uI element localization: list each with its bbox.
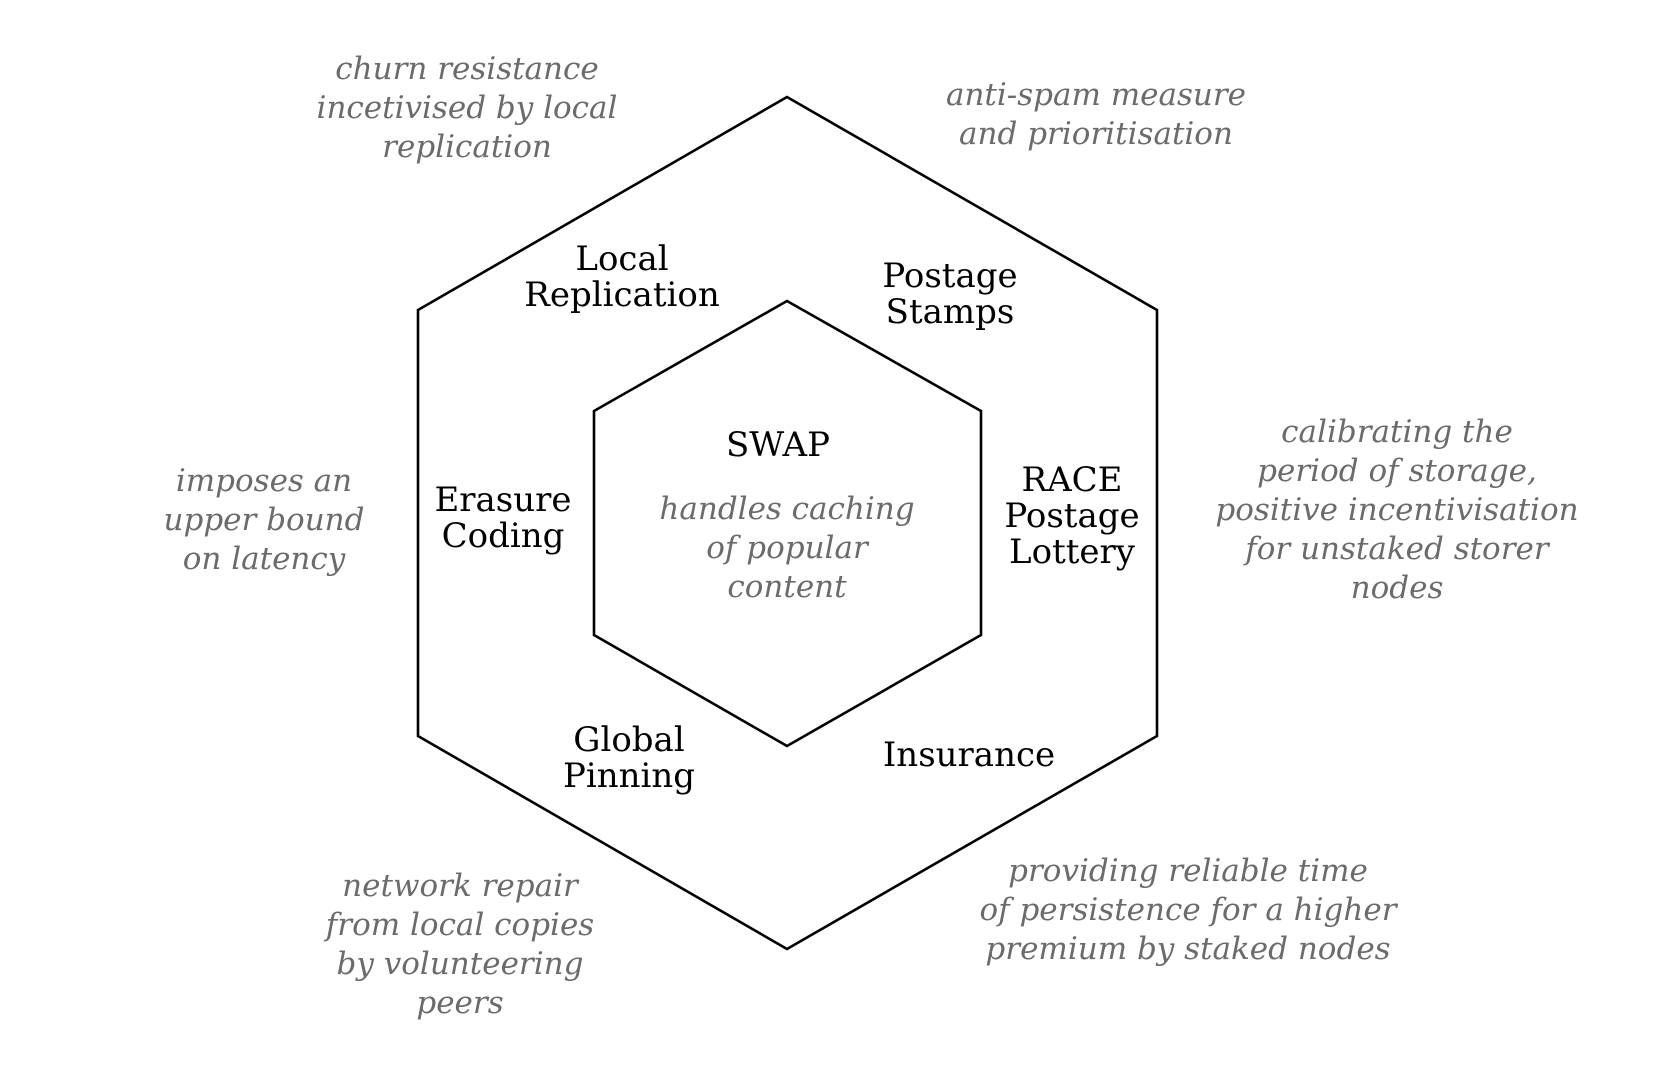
label-race-line-2: Postage	[1004, 496, 1140, 536]
label-postage-stamps: Postage Stamps	[882, 258, 1017, 330]
note-local-replication-line-2: incetivised by local	[316, 90, 618, 126]
center-line-1: handles caching	[659, 491, 915, 527]
label-erasure-coding-line-2: Coding	[441, 516, 565, 556]
note-race-line-5: nodes	[1350, 570, 1444, 606]
note-race-line-3: positive incentivisation	[1215, 492, 1579, 528]
note-insurance-line-3: premium by staked nodes	[985, 931, 1391, 967]
note-global-pinning: network repair from local copies by volu…	[326, 867, 594, 1023]
label-erasure-coding-line-1: Erasure	[434, 480, 572, 520]
note-local-replication-line-1: churn resistance	[335, 51, 599, 87]
inner-hexagon	[592, 299, 983, 748]
note-erasure-coding-line-3: on latency	[182, 541, 346, 577]
label-global-pinning-line-2: Pinning	[562, 756, 696, 796]
note-postage-stamps: anti-spam measure and prioritisation	[946, 76, 1246, 154]
label-insurance: Insurance	[883, 737, 1055, 773]
note-global-pinning-line-1: network repair	[342, 868, 578, 904]
note-global-pinning-line-2: from local copies	[325, 907, 595, 943]
note-erasure-coding-line-2: upper bound	[163, 502, 365, 538]
note-race-postage-lottery: calibrating the period of storage, posit…	[1215, 413, 1578, 608]
label-erasure-coding: Erasure Coding	[434, 482, 571, 554]
label-local-replication: Local Replication	[524, 241, 719, 313]
label-global-pinning: Global Pinning	[563, 722, 695, 794]
label-race-postage-lottery: RACE Postage Lottery	[1004, 462, 1139, 570]
note-erasure-coding: imposes an upper bound on latency	[164, 462, 365, 579]
label-insurance-line-1: Insurance	[882, 735, 1056, 775]
note-global-pinning-line-4: peers	[416, 985, 504, 1021]
note-race-line-1: calibrating the	[1281, 414, 1513, 450]
center-line-2: of popular	[706, 530, 868, 566]
center-line-3: content	[727, 569, 847, 605]
note-insurance: providing reliable time of persistence f…	[979, 852, 1396, 969]
label-postage-stamps-line-2: Stamps	[885, 292, 1015, 332]
note-insurance-line-2: of persistence for a higher	[979, 892, 1397, 928]
note-global-pinning-line-3: by volunteering	[336, 946, 584, 982]
label-postage-stamps-line-1: Postage	[882, 256, 1018, 296]
note-postage-stamps-line-1: anti-spam measure	[945, 77, 1247, 113]
label-race-line-1: RACE	[1021, 460, 1123, 500]
note-erasure-coding-line-1: imposes an	[175, 463, 353, 499]
note-postage-stamps-line-2: and prioritisation	[959, 116, 1233, 152]
outer-hexagon	[416, 95, 1159, 951]
label-race-line-3: Lottery	[1009, 532, 1135, 572]
label-global-pinning-line-1: Global	[573, 720, 685, 760]
center-title: SWAP	[726, 425, 830, 465]
note-local-replication: churn resistance incetivised by local re…	[317, 50, 618, 167]
note-race-line-4: for unstaked storer	[1245, 531, 1549, 567]
note-local-replication-line-3: replication	[382, 129, 552, 165]
label-local-replication-line-2: Replication	[524, 275, 720, 315]
note-race-line-2: period of storage,	[1257, 453, 1537, 489]
note-insurance-line-1: providing reliable time	[1008, 853, 1368, 889]
center-description: handles caching of popular content	[659, 490, 914, 607]
label-local-replication-line-1: Local	[575, 239, 669, 279]
